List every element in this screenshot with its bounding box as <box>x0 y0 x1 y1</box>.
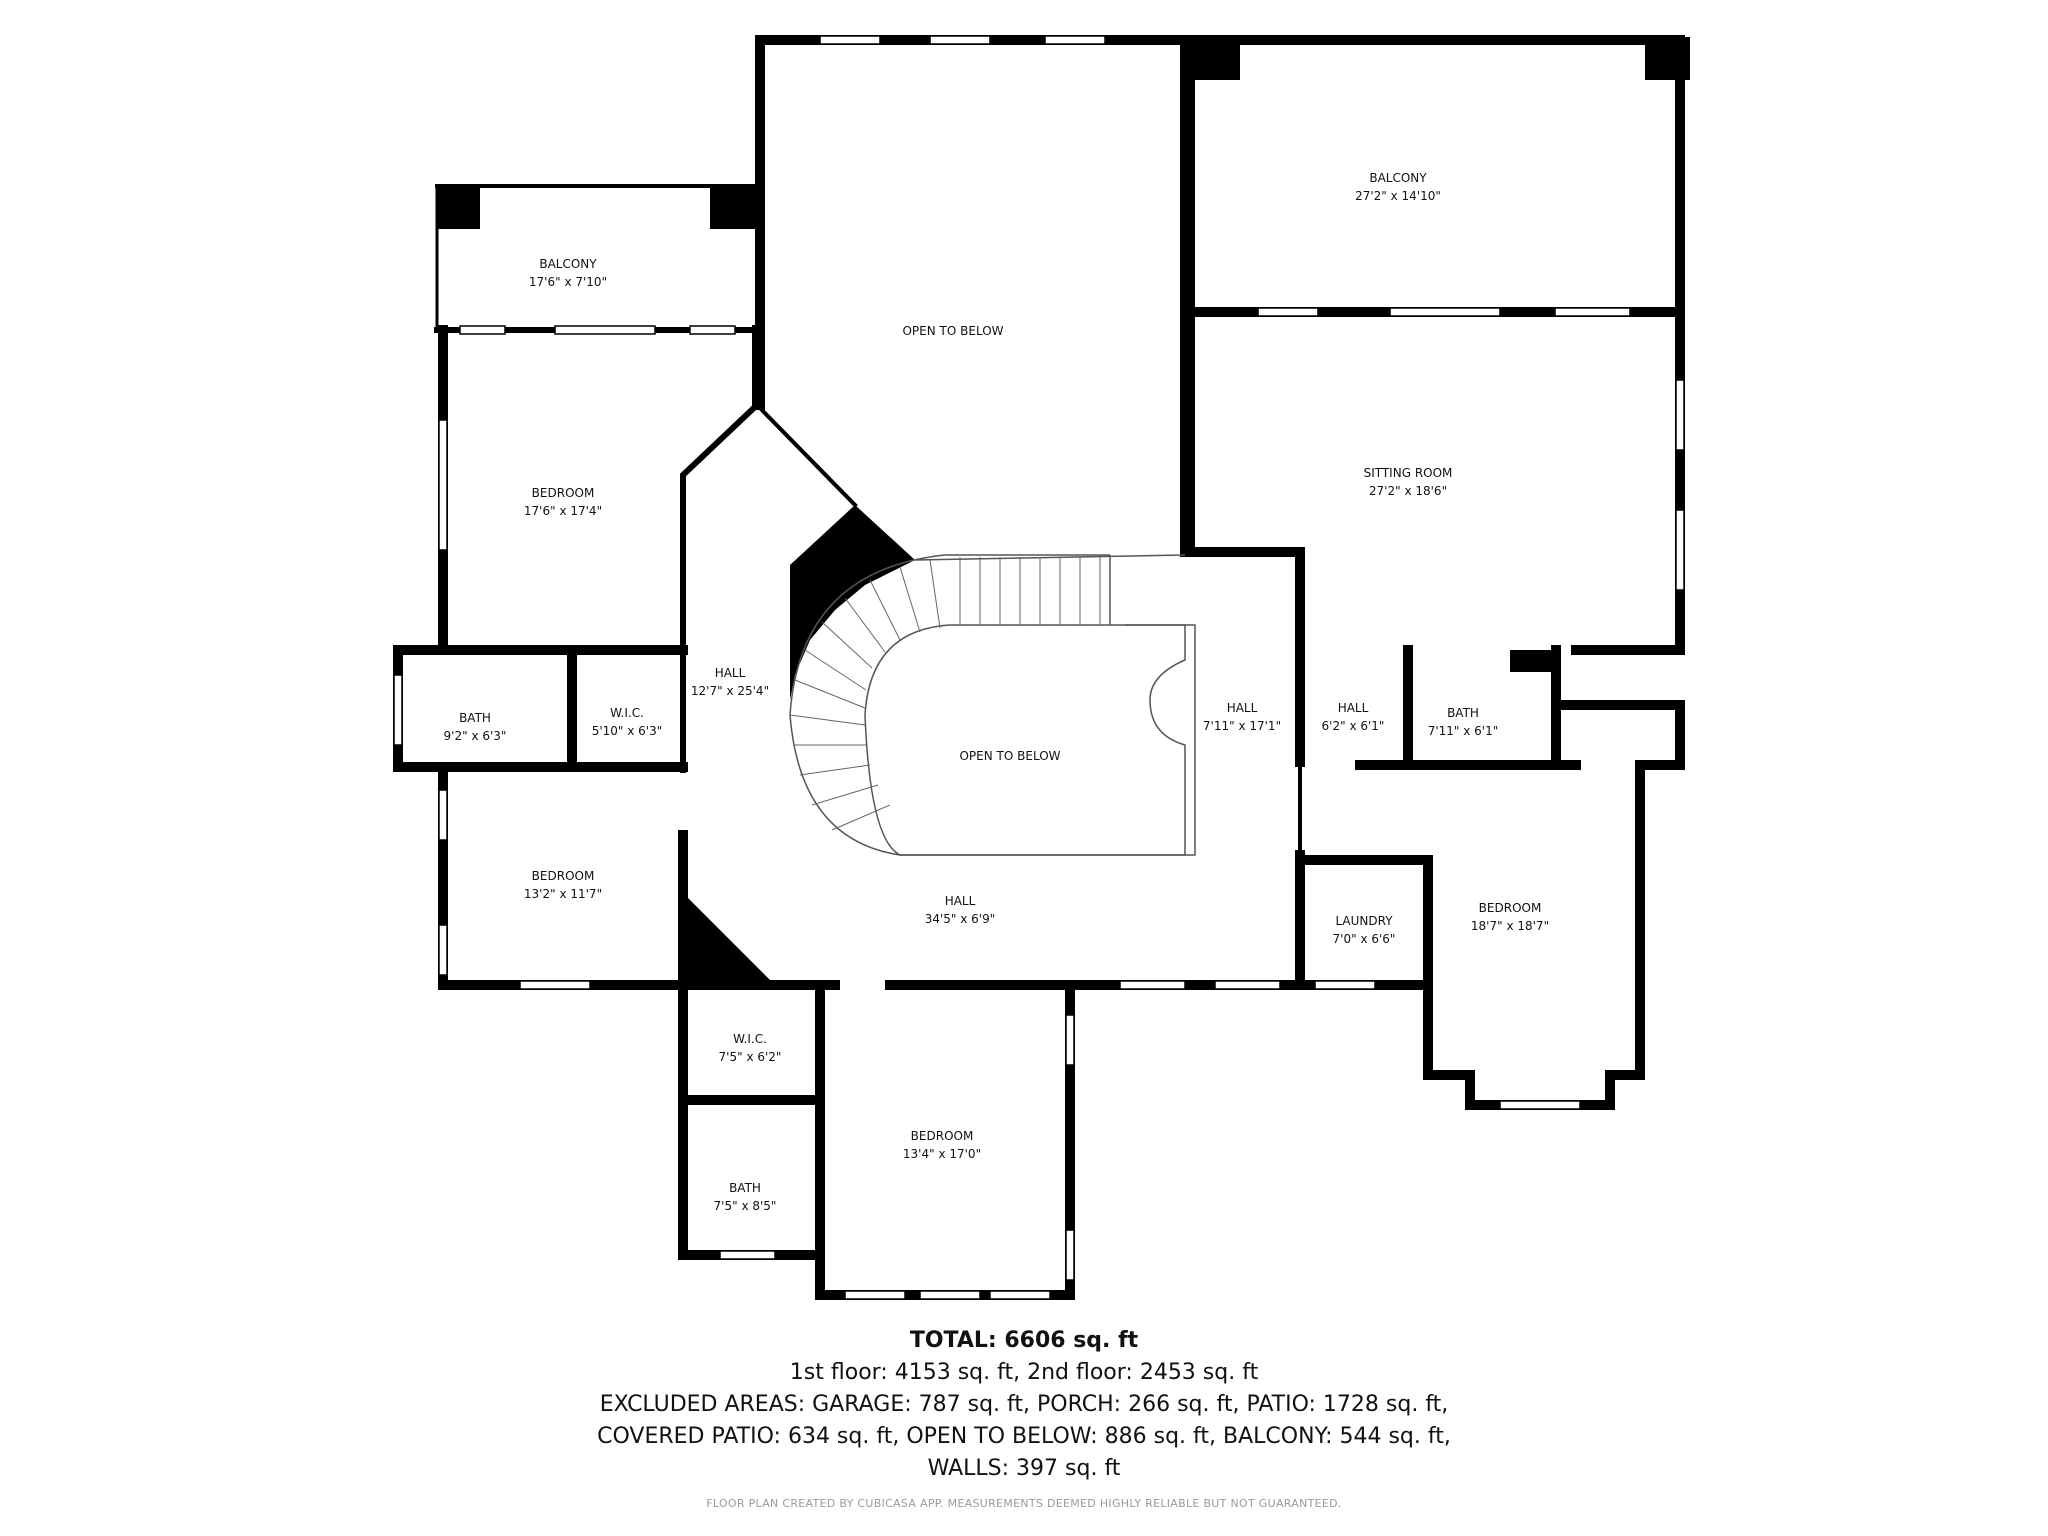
room-size: 9'2" x 6'3" <box>444 729 507 743</box>
room-name: BATH <box>1447 706 1479 720</box>
room-size: 6'2" x 6'1" <box>1322 719 1385 733</box>
room-labels: OPEN TO BELOW BALCONY 27'2" x 14'10" BAL… <box>444 171 1550 1213</box>
room-name: HALL <box>715 666 746 680</box>
walls <box>393 35 1685 1300</box>
room-name: W.I.C. <box>733 1032 767 1046</box>
room-size: 34'5" x 6'9" <box>925 912 996 926</box>
room-size: 17'6" x 17'4" <box>524 504 602 518</box>
room-size: 12'7" x 25'4" <box>691 684 769 698</box>
excluded-areas-line-1: EXCLUDED AREAS: GARAGE: 787 sq. ft, PORC… <box>599 1392 1449 1417</box>
room-size: 17'6" x 7'10" <box>529 275 607 289</box>
room-name: BALCONY <box>1369 171 1427 185</box>
room-name: HALL <box>1227 701 1258 715</box>
room-name: SITTING ROOM <box>1364 466 1453 480</box>
room-name: BATH <box>459 711 491 725</box>
column-blocks <box>437 37 1690 985</box>
room-name: BEDROOM <box>532 869 595 883</box>
room-name: BEDROOM <box>532 486 595 500</box>
windows <box>393 35 1685 1300</box>
room-size: 7'0" x 6'6" <box>1333 932 1396 946</box>
room-size: 27'2" x 14'10" <box>1355 189 1441 203</box>
room-size: 7'11" x 17'1" <box>1203 719 1281 733</box>
floor-areas: 1st floor: 4153 sq. ft, 2nd floor: 2453 … <box>789 1360 1259 1385</box>
excluded-areas-line-3: WALLS: 397 sq. ft <box>927 1456 1121 1481</box>
room-name: HALL <box>1338 701 1369 715</box>
room-size: 7'5" x 8'5" <box>714 1199 777 1213</box>
room-size: 27'2" x 18'6" <box>1369 484 1447 498</box>
room-name: BATH <box>729 1181 761 1195</box>
room-size: 7'5" x 6'2" <box>719 1050 782 1064</box>
room-name: W.I.C. <box>610 706 644 720</box>
room-size: 5'10" x 6'3" <box>592 724 663 738</box>
room-size: 13'4" x 17'0" <box>903 1147 981 1161</box>
room-name: HALL <box>945 894 976 908</box>
room-size: 18'7" x 18'7" <box>1471 919 1549 933</box>
room-name: BEDROOM <box>911 1129 974 1143</box>
room-name: OPEN TO BELOW <box>959 749 1060 763</box>
room-name: BALCONY <box>539 257 597 271</box>
room-name: OPEN TO BELOW <box>902 324 1003 338</box>
room-size: 13'2" x 11'7" <box>524 887 602 901</box>
room-size: 7'11" x 6'1" <box>1428 724 1499 738</box>
total-area: TOTAL: 6606 sq. ft <box>909 1328 1139 1353</box>
room-name: LAUNDRY <box>1335 914 1393 928</box>
excluded-areas-line-2: COVERED PATIO: 634 sq. ft, OPEN TO BELOW… <box>597 1424 1451 1449</box>
room-name: BEDROOM <box>1479 901 1542 915</box>
disclaimer: FLOOR PLAN CREATED BY CUBICASA APP. MEAS… <box>706 1497 1342 1510</box>
staircase <box>789 554 1196 856</box>
